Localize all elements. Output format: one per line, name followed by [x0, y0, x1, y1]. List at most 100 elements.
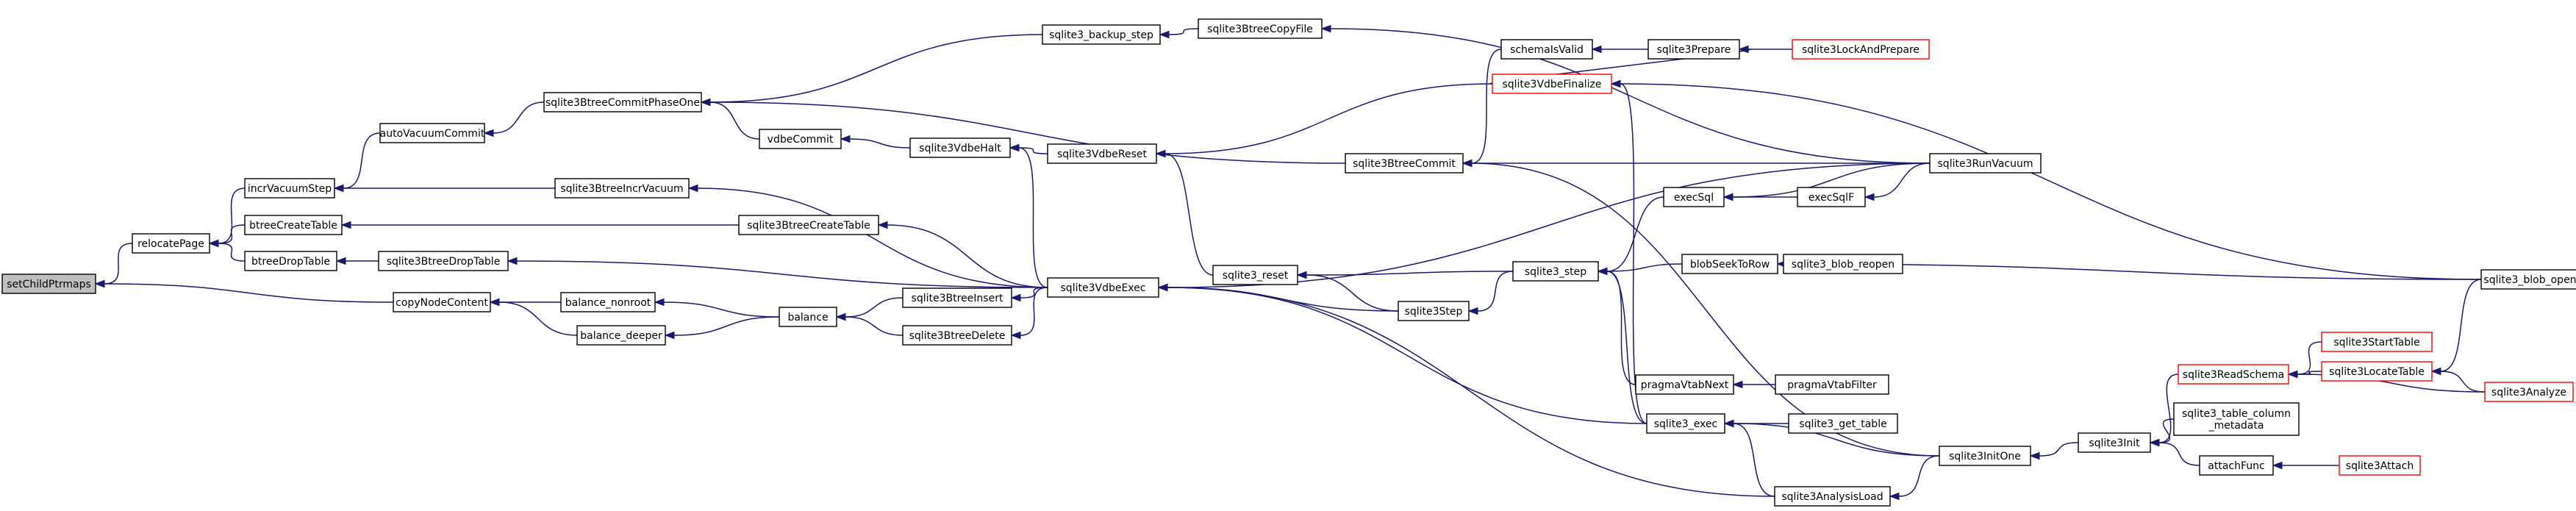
edge-autovacuumcommit-to-incrvacuumstep: [343, 132, 381, 189]
edge-relocatepage-to-setchildptrmaps: [104, 243, 133, 285]
node-sqlite3lockandprepare[interactable]: sqlite3LockAndPrepare: [1792, 39, 1930, 60]
node-sqlite3-get-table[interactable]: sqlite3_get_table: [1788, 413, 1898, 434]
node-sqlite3btreecommitphaseone[interactable]: sqlite3BtreeCommitPhaseOne: [543, 92, 702, 112]
edge-arrowhead: [1889, 492, 1900, 501]
node-box: [1512, 261, 1599, 282]
node-label: copyNodeContent: [396, 297, 488, 309]
graph-edges: [94, 24, 2486, 501]
node-label: sqlite3_step: [1525, 266, 1586, 278]
node-box: [576, 325, 666, 346]
node-copynodecontent[interactable]: copyNodeContent: [393, 292, 491, 312]
node-sqlite3-table-column-metadata[interactable]: sqlite3_table_column_metadata: [2173, 402, 2300, 436]
edge-arrowhead: [1610, 79, 1621, 88]
node-incrvacuumstep[interactable]: incrVacuumStep: [244, 178, 335, 199]
edge-sqlite3btreecommitphaseone-to-autovacuumcommit: [493, 101, 545, 134]
node-sqlite3vdbeexec[interactable]: sqlite3VdbeExec: [1047, 277, 1159, 298]
node-autovacuumcommit[interactable]: autoVacuumCommit: [379, 123, 485, 143]
node-pragmavtabnext[interactable]: pragmaVtabNext: [1635, 374, 1734, 395]
node-sqlite3-reset[interactable]: sqlite3_reset: [1212, 265, 1298, 285]
node-box: [2199, 455, 2274, 476]
edge-sqlite3step-to-sqlite3-reset: [1306, 274, 1399, 312]
node-sqlite3analyze[interactable]: sqlite3Analyze: [2484, 382, 2574, 402]
node-box: [1788, 413, 1898, 434]
node-label: sqlite3Attach: [2346, 460, 2414, 472]
edge-sqlite3init-to-sqlite3initone: [2039, 442, 2079, 457]
node-box: [1792, 39, 1930, 60]
node-sqlite3btreecreatetable[interactable]: sqlite3BtreeCreateTable: [738, 215, 879, 235]
edge-arrowhead: [877, 221, 888, 229]
node-btreedroptable[interactable]: btreeDropTable: [244, 251, 337, 271]
node-setchildptrmaps[interactable]: setChildPtrmaps: [1, 274, 96, 294]
node-btreecreatetable[interactable]: btreeCreateTable: [244, 215, 343, 235]
node-sqlite3btreecommit[interactable]: sqlite3BtreeCommit: [1345, 153, 1464, 174]
edge-sqlite3btreecommit-to-sqlite3btreecommitphaseone: [709, 101, 1346, 164]
node-label: setChildPtrmaps: [7, 279, 91, 290]
node-sqlite3starttable[interactable]: sqlite3StartTable: [2321, 332, 2433, 352]
node-sqlite3-blob-open[interactable]: sqlite3_blob_open: [2480, 269, 2576, 290]
node-sqlite3btreedelete[interactable]: sqlite3BtreeDelete: [902, 325, 1012, 346]
node-balance[interactable]: balance: [779, 307, 837, 327]
edge-arrowhead: [1010, 293, 1021, 302]
node-label: sqlite3StartTable: [2333, 337, 2419, 349]
node-attachfunc[interactable]: attachFunc: [2199, 455, 2274, 476]
node-label: sqlite3Analyze: [2491, 387, 2566, 399]
node-balance-deeper[interactable]: balance_deeper: [576, 325, 666, 346]
node-schemaisvalid[interactable]: schemaIsValid: [1500, 39, 1593, 60]
node-sqlite3btreecopyfile[interactable]: sqlite3BtreeCopyFile: [1198, 18, 1323, 39]
edge-arrowhead: [1296, 271, 1307, 279]
node-sqlite3readschema[interactable]: sqlite3ReadSchema: [2178, 364, 2289, 385]
node-sqlite3vdbereset[interactable]: sqlite3VdbeReset: [1047, 143, 1157, 164]
edge-sqlite3readschema-to-sqlite3init: [2158, 374, 2179, 443]
edge-sqlite3runvacuum-to-execsqlf: [1873, 162, 1931, 198]
edge-vdbecommit-to-sqlite3btreecommitphaseone: [709, 101, 760, 140]
node-execsqlf[interactable]: execSqlF: [1797, 187, 1866, 207]
edge-arrowhead: [1010, 331, 1021, 340]
node-sqlite3btreeincrvacuum[interactable]: sqlite3BtreeIncrVacuum: [554, 178, 690, 199]
node-sqlite3locatetable[interactable]: sqlite3LocateTable: [2321, 361, 2433, 382]
edge-arrowhead: [208, 239, 219, 248]
node-label: vdbeCommit: [768, 134, 834, 146]
node-sqlite3btreeinsert[interactable]: sqlite3BtreeInsert: [902, 287, 1012, 308]
node-box: [1500, 39, 1593, 60]
node-sqlite3vdbefinalize[interactable]: sqlite3VdbeFinalize: [1492, 74, 1612, 94]
node-sqlite3attach[interactable]: sqlite3Attach: [2339, 455, 2421, 476]
node-box: [554, 178, 690, 199]
node-sqlite3-exec[interactable]: sqlite3_exec: [1646, 413, 1725, 434]
edge-arrowhead: [700, 98, 711, 107]
node-relocatepage[interactable]: relocatePage: [132, 233, 210, 254]
edge-arrowhead: [2272, 461, 2283, 470]
node-box: [1774, 486, 1891, 507]
node-label: sqlite3BtreeDelete: [909, 330, 1006, 342]
node-sqlite3vdbehalt[interactable]: sqlite3VdbeHalt: [909, 137, 1011, 158]
node-vdbecommit[interactable]: vdbeCommit: [759, 129, 842, 149]
edge-btreedroptable-to-relocatepage: [218, 243, 246, 262]
node-pragmavtabfilter[interactable]: pragmaVtabFilter: [1775, 374, 1889, 395]
node-label: sqlite3BtreeDropTable: [387, 256, 501, 268]
node-label: relocatePage: [137, 238, 204, 250]
node-sqlite3prepare[interactable]: sqlite3Prepare: [1647, 39, 1740, 60]
node-balance-nonroot[interactable]: balance_nonroot: [560, 292, 656, 312]
node-sqlite3analysisload[interactable]: sqlite3AnalysisLoad: [1774, 486, 1891, 507]
edge-sqlite3-backup-step-to-sqlite3btreecommitphaseone: [709, 34, 1043, 103]
node-sqlite3runvacuum[interactable]: sqlite3RunVacuum: [1929, 153, 2042, 174]
edge-arrowhead: [1461, 159, 1473, 168]
node-execsql[interactable]: execSql: [1663, 187, 1725, 207]
graph-nodes: setChildPtrmaps relocatePage copyNodeConte…: [1, 18, 2576, 507]
edge-sqlite3initone-to-sqlite3-exec: [1733, 423, 1940, 457]
node-label: sqlite3AnalysisLoad: [1781, 491, 1883, 503]
node-sqlite3-backup-step[interactable]: sqlite3_backup_step: [1042, 24, 1161, 45]
node-sqlite3init[interactable]: sqlite3Init: [2078, 432, 2151, 453]
node-blobseektorow[interactable]: blobSeekToRow: [1681, 254, 1778, 274]
edge-sqlite3btreecopyfile-to-sqlite3-backup-step: [1168, 28, 1199, 35]
node-sqlite3initone[interactable]: sqlite3InitOne: [1939, 446, 2031, 466]
node-label: sqlite3ReadSchema: [2183, 369, 2284, 381]
edge-arrowhead: [835, 312, 846, 321]
node-sqlite3-step[interactable]: sqlite3_step: [1512, 261, 1599, 282]
node-sqlite3btreedroptable[interactable]: sqlite3BtreeDropTable: [378, 251, 509, 271]
node-label: balance: [787, 312, 828, 324]
node-sqlite3-blob-reopen[interactable]: sqlite3_blob_reopen: [1783, 254, 1903, 274]
edge-balance-deeper-to-copynodecontent: [498, 301, 578, 336]
node-sqlite3step[interactable]: sqlite3Step: [1398, 301, 1470, 321]
node-box: [244, 215, 343, 235]
node-label: sqlite3_exec: [1654, 418, 1718, 430]
